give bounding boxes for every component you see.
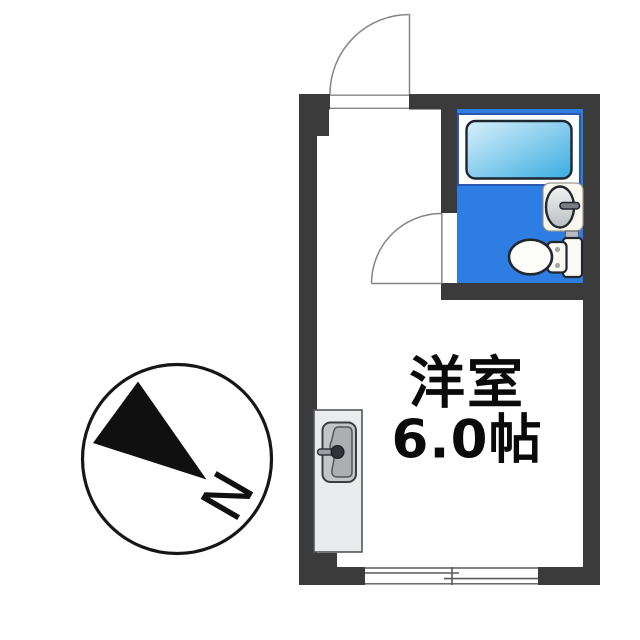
toilet-bolt-top xyxy=(554,246,561,253)
bathtub xyxy=(465,119,573,180)
room-size: 6.0帖 xyxy=(391,409,543,471)
walls xyxy=(299,94,600,585)
wall-top-right xyxy=(409,94,600,110)
wall-left xyxy=(299,94,317,585)
wall-bath-partition xyxy=(441,109,457,213)
wall-bottom-left xyxy=(299,567,365,585)
doors xyxy=(329,13,443,285)
room-name: 洋室 xyxy=(408,351,525,417)
bath-door-arc xyxy=(370,212,442,284)
window-sliding xyxy=(365,567,538,585)
compass: N xyxy=(80,362,274,556)
room-label: 洋室 6.0帖 xyxy=(392,356,543,469)
bathroom-unit xyxy=(457,109,584,283)
wall-right xyxy=(583,94,600,585)
north-arrow xyxy=(93,381,207,480)
entry-door-arc xyxy=(329,13,410,95)
washbasin-faucet-lever xyxy=(559,201,581,210)
kitchen-faucet-knob xyxy=(330,444,345,460)
toilet-bowl xyxy=(507,238,554,276)
toilet-bolt-bottom xyxy=(554,262,561,269)
kitchen-sink-unit xyxy=(313,409,363,553)
wall-bath-bottom xyxy=(441,283,600,300)
wall-pillar-top-left xyxy=(299,94,329,136)
